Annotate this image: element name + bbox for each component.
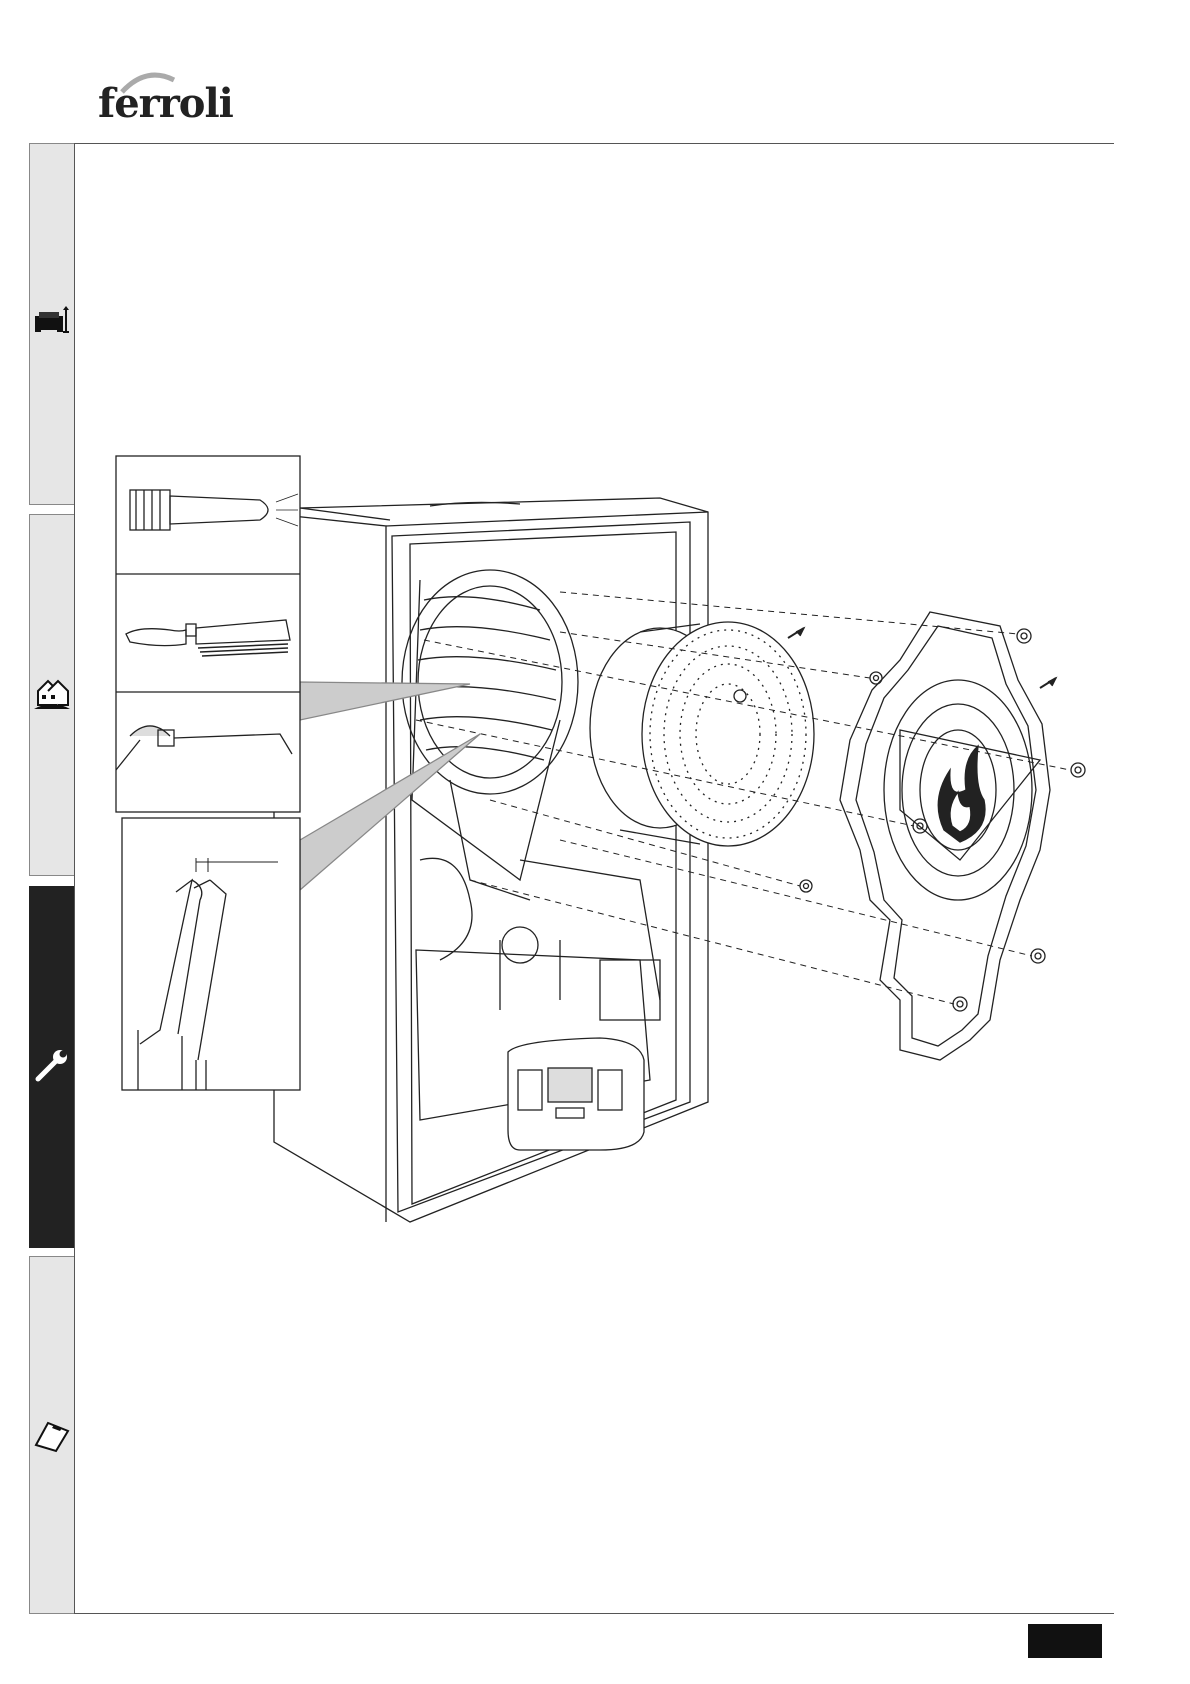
control-panel [508, 1038, 644, 1150]
burner-door [840, 612, 1056, 1060]
cleaning-tools-detail [116, 456, 300, 812]
insulation-disc [590, 622, 814, 846]
electrode-gap-detail [122, 818, 300, 1090]
